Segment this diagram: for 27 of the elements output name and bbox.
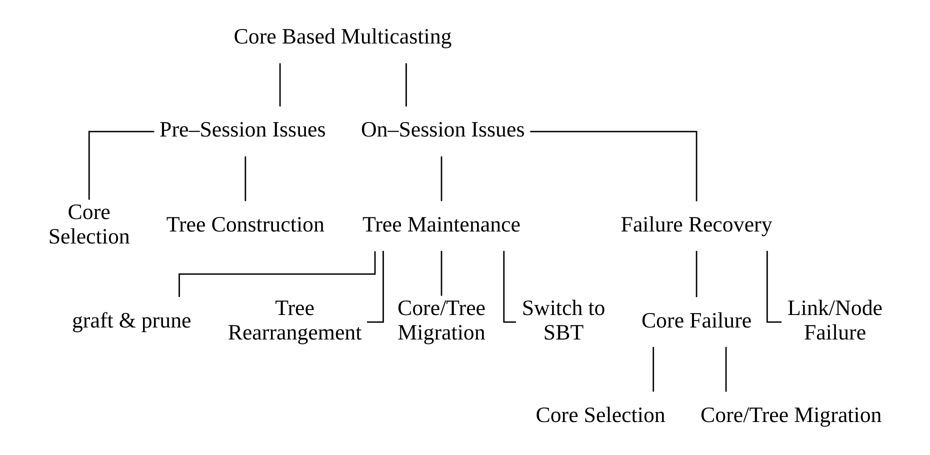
connector: [178, 251, 376, 297]
node-text: Link/Node Failure: [787, 294, 882, 345]
node-text: Tree Construction: [166, 211, 324, 236]
node-text: Core Failure: [640, 307, 752, 332]
connector: [652, 346, 654, 392]
node-text: On–Session Issues: [360, 116, 524, 142]
node-text: Core Selection: [535, 402, 665, 427]
node-text: Tree Rearrangement: [227, 294, 362, 345]
node-text: Core Based Multicasting: [233, 23, 452, 48]
connector: [244, 156, 246, 202]
node-text: Failure Recovery: [620, 211, 772, 236]
connector: [405, 63, 406, 106]
connector: [695, 250, 697, 298]
node-text: Core Selection: [48, 199, 130, 249]
connector: [88, 130, 154, 200]
node-text: Switch to SBT: [521, 294, 605, 345]
node-text: graft & prune: [71, 307, 191, 332]
node-text: Core/Tree Migration: [396, 294, 486, 345]
node-text: Tree Maintenance: [362, 211, 520, 236]
node-text: Pre–Session Issues: [159, 116, 326, 142]
connector: [366, 250, 384, 323]
connector: [724, 346, 726, 392]
connector: [530, 130, 697, 202]
node-text: Core/Tree Migration: [700, 402, 882, 427]
connector: [440, 156, 442, 202]
connector: [440, 250, 442, 296]
connector: [278, 63, 280, 106]
